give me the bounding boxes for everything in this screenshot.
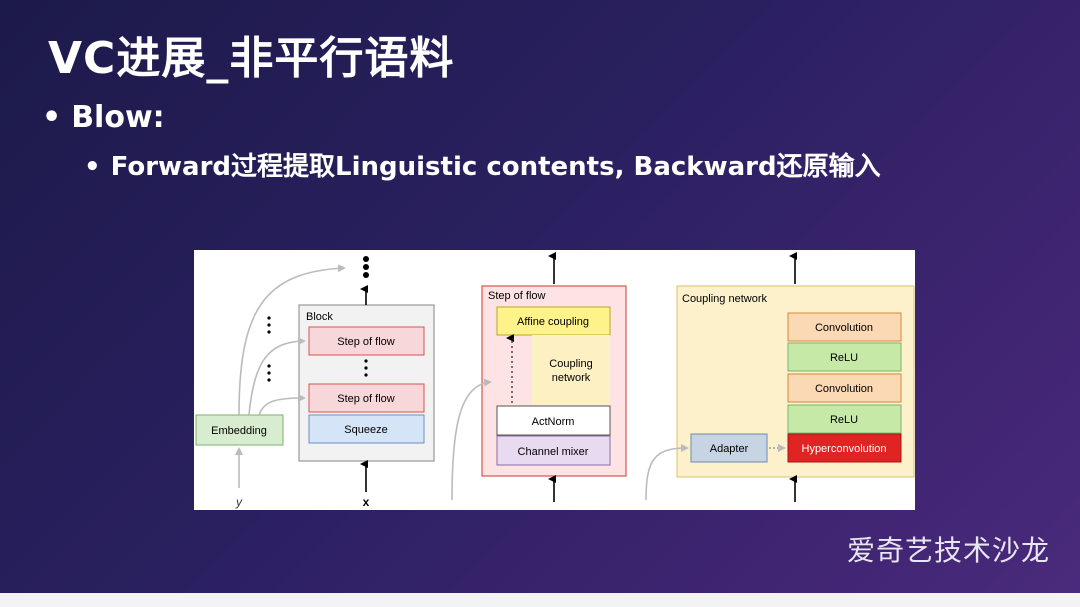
embedding-ellipsis-2 <box>267 364 271 382</box>
embedding-ellipsis-1 <box>267 316 271 334</box>
squeeze-label: Squeeze <box>344 424 387 436</box>
bullet-dot: • <box>84 152 101 182</box>
step-of-flow-label-2: Step of flow <box>337 393 395 405</box>
block-title: Block <box>306 311 333 323</box>
step-of-flow-label-1: Step of flow <box>337 336 395 348</box>
bullet-dot: • <box>42 100 62 135</box>
x-label: x <box>363 495 370 509</box>
y-label: y <box>235 495 243 509</box>
convolution-box-2 <box>787 373 902 403</box>
embedding-curve-step1 <box>248 337 306 416</box>
squeeze-box <box>308 414 425 444</box>
bullet-level1-text: Blow: <box>71 100 165 135</box>
embedding-box <box>195 414 284 446</box>
coupling-panel-title: Coupling network <box>682 293 767 305</box>
slide-title: VC进展_非平行语料 <box>48 33 455 84</box>
channel-mixer-label: Channel mixer <box>518 446 589 458</box>
watermark: 爱奇艺技术沙龙 <box>846 534 1050 567</box>
blow-diagram-svg: Block Step of flow Step of flow Squeeze … <box>195 252 915 509</box>
step-of-flow-box-1 <box>308 326 425 356</box>
relu-label-1: ReLU <box>830 352 858 364</box>
step-of-flow-box-2 <box>308 383 425 413</box>
coupling-network-label-1: Coupling <box>549 358 592 370</box>
bottom-bar <box>0 593 1080 607</box>
adapter-box <box>690 433 768 463</box>
embedding-curve-top <box>238 264 346 416</box>
affine-coupling-box <box>496 306 611 336</box>
coupling-network-box <box>532 335 610 405</box>
blow-architecture-figure: Block Step of flow Step of flow Squeeze … <box>194 250 915 510</box>
coupling-panel-gray-curve <box>645 444 689 501</box>
output-ellipsis <box>363 256 369 278</box>
bullet-level2: • Forward过程提取Linguistic contents, Backwar… <box>84 146 881 183</box>
bullet-level1: • Blow: <box>42 100 165 135</box>
actnorm-box <box>496 405 611 436</box>
hyperconvolution-label: Hyperconvolution <box>802 443 887 455</box>
embedding-curve-step2 <box>258 394 306 416</box>
relu-label-2: ReLU <box>830 414 858 426</box>
step-panel-title: Step of flow <box>488 290 546 302</box>
relu-box-2 <box>787 404 902 434</box>
bullet-level2-text: Forward过程提取Linguistic contents, Backward… <box>110 152 881 182</box>
vertical-ellipsis <box>364 359 368 377</box>
convolution-box-1 <box>787 312 902 342</box>
coupling-network-label-2: network <box>552 372 591 384</box>
embedding-label: Embedding <box>211 425 267 437</box>
convolution-label-2: Convolution <box>815 383 873 395</box>
convolution-label-1: Convolution <box>815 322 873 334</box>
actnorm-label: ActNorm <box>532 416 575 428</box>
adapter-label: Adapter <box>710 443 749 455</box>
hyperconvolution-box <box>787 433 902 463</box>
relu-box-1 <box>787 342 902 372</box>
step-panel-gray-curve <box>451 378 492 501</box>
channel-mixer-box <box>496 435 611 466</box>
affine-coupling-label: Affine coupling <box>517 316 589 328</box>
